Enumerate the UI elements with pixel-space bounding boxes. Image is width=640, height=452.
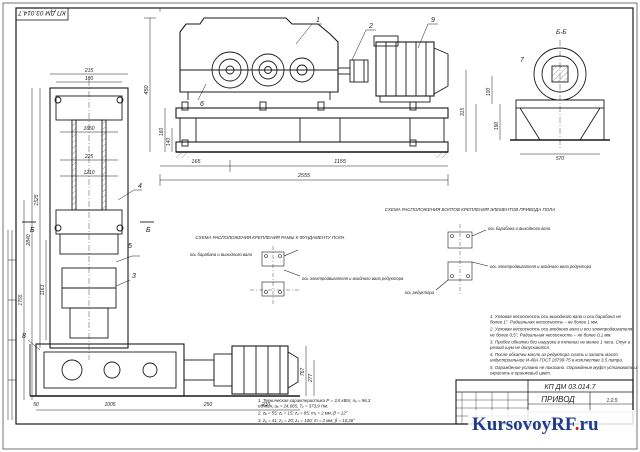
dim-plan-h-total: 2840 bbox=[26, 234, 32, 246]
callout-6: 6 bbox=[200, 101, 204, 108]
dim-plan-l1: 225 bbox=[84, 154, 94, 160]
callout-7: 7 bbox=[520, 57, 525, 64]
front-view bbox=[175, 17, 449, 153]
scheme-bolt-layout: СХЕМА РАСПОЛОЖЕНИЯ БОЛТОВ КРЕПЛЕНИЯ ЭЛЕМ… bbox=[385, 207, 592, 296]
callout-1: 1 bbox=[316, 17, 320, 24]
svg-text:KursovoyRF.ru: KursovoyRF.ru bbox=[472, 414, 599, 435]
dim-plan-bottom-c: 210 bbox=[261, 402, 271, 408]
section-bb-hatch bbox=[552, 66, 568, 82]
plan-view-dim-text: 215 180 1650 225 1210 1525 2840 1755 116… bbox=[18, 68, 314, 408]
section-bb-view bbox=[491, 40, 610, 155]
spec-1: 1. Техническая характеристика Р = 3,5 кВ… bbox=[258, 398, 371, 409]
watermark-brand-left: KursovoyRF bbox=[472, 414, 576, 435]
scheme2-label-a: ось барабана и выходного вала bbox=[488, 226, 551, 231]
dim-plan-bottom-a: 1005 bbox=[104, 402, 115, 408]
note-2: 2. Угловая несоосность оси входного вала… bbox=[489, 327, 633, 338]
drawing-title: ПРИВОД bbox=[541, 395, 575, 404]
drawing-scale: 1:2.5 bbox=[606, 398, 617, 404]
dim-plan-side: 1163 bbox=[40, 284, 46, 295]
dim-right-h2: 100 bbox=[486, 88, 492, 97]
dim-front-h3: 140 bbox=[166, 138, 172, 147]
callout-8: 8 bbox=[22, 333, 26, 340]
callout-9: 9 bbox=[431, 17, 435, 24]
technical-specs: 1. Техническая характеристика Р = 3,5 кВ… bbox=[257, 398, 371, 423]
dim-plan-l2: 1525 bbox=[34, 194, 40, 205]
scheme1-label-b: ось электродвигателя и входного вала ред… bbox=[302, 276, 404, 281]
dim-right-w: 570 bbox=[556, 156, 565, 162]
dim-front-width: 1155 bbox=[334, 159, 347, 165]
note-1: 1. Угловая несоосность оси выходного вал… bbox=[490, 314, 622, 325]
plan-view-hatch bbox=[72, 120, 106, 210]
callout-5: 5 bbox=[128, 243, 132, 250]
watermark-brand-dot: . bbox=[575, 414, 580, 435]
watermark-logo: KursovoyRF.ru bbox=[468, 410, 634, 435]
callout-2: 2 bbox=[368, 23, 373, 30]
front-view-hatch bbox=[176, 152, 448, 158]
rotated-stamp: КП ДМ 03.014.7 bbox=[15, 7, 69, 21]
dim-plan-top-b: 180 bbox=[85, 76, 94, 82]
spec-2: 2. zₐ = 55; z₁ = 15; z₂ = 85; m₁ = 2 мм;… bbox=[257, 411, 348, 416]
technical-notes: 1. Угловая несоосность оси выходного вал… bbox=[489, 314, 637, 375]
scheme1-label-a: ось барабана и выходного вала bbox=[190, 252, 253, 257]
dim-right-h: 190 bbox=[494, 122, 500, 131]
dim-front-overall: 2555 bbox=[297, 173, 311, 179]
section-bb-label: Б-Б bbox=[556, 29, 567, 36]
plan-callouts bbox=[27, 189, 142, 351]
doc-code: КП ДМ 03.014.7 bbox=[544, 384, 596, 391]
dim-plan-top-a: 215 bbox=[84, 68, 94, 74]
front-view-dims bbox=[144, 8, 477, 186]
scheme2-label-b: ось электродвигателя и входного вала ред… bbox=[490, 264, 592, 269]
spec-3: 3. zₐ = 41; z₃ = 20; z₄ = 100; m = 2 мм;… bbox=[258, 418, 355, 423]
front-callouts bbox=[197, 23, 438, 101]
dim-front-height: 450 bbox=[144, 84, 150, 94]
dim-plan-h-a: 1755 bbox=[18, 294, 24, 305]
note-3: 3. Пробег обкатки без нагрузки в течении… bbox=[489, 339, 631, 350]
dim-plan-bottom-b: 250 bbox=[203, 402, 213, 408]
front-view-dim-text: 2555 165 1155 450 160 140 315 bbox=[144, 84, 466, 179]
note-5: 5. Ограждение условно не показано. Ограж… bbox=[490, 365, 637, 376]
dim-front-h2: 160 bbox=[159, 128, 165, 137]
scheme2-title: СХЕМА РАСПОЛОЖЕНИЯ БОЛТОВ КРЕПЛЕНИЯ ЭЛЕМ… bbox=[385, 207, 555, 212]
scheme-frame-mounting: СХЕМА РАСПОЛОЖЕНИЯ КРЕПЛЕНИЯ РАМЫ К ФУНД… bbox=[190, 235, 404, 306]
dim-front-h1: 315 bbox=[460, 108, 466, 117]
dim-plan-bottom-d: 50 bbox=[33, 402, 39, 408]
dim-plan-w2: 1210 bbox=[83, 170, 94, 176]
callout-3: 3 bbox=[132, 273, 136, 280]
plan-view-dims bbox=[23, 73, 315, 411]
section-marker-left: Б bbox=[30, 227, 35, 234]
dim-plan-v2: 277 bbox=[308, 374, 314, 384]
dim-plan-w1: 1650 bbox=[83, 126, 94, 132]
callout-4: 4 bbox=[138, 183, 142, 190]
scheme2-label-c: ось редуктора bbox=[405, 290, 435, 295]
watermark-brand-right: ru bbox=[580, 414, 599, 435]
scheme1-title: СХЕМА РАСПОЛОЖЕНИЯ КРЕПЛЕНИЯ РАМЫ К ФУНД… bbox=[195, 235, 344, 240]
stamp-code: КП ДМ 03.014.7 bbox=[18, 9, 66, 16]
note-4: 4. После обкатки масло из редуктора слит… bbox=[490, 352, 623, 363]
dim-plan-v1: 767 bbox=[300, 368, 306, 377]
dim-front-left-offset: 165 bbox=[191, 159, 201, 165]
section-marker-right: Б bbox=[146, 227, 151, 234]
